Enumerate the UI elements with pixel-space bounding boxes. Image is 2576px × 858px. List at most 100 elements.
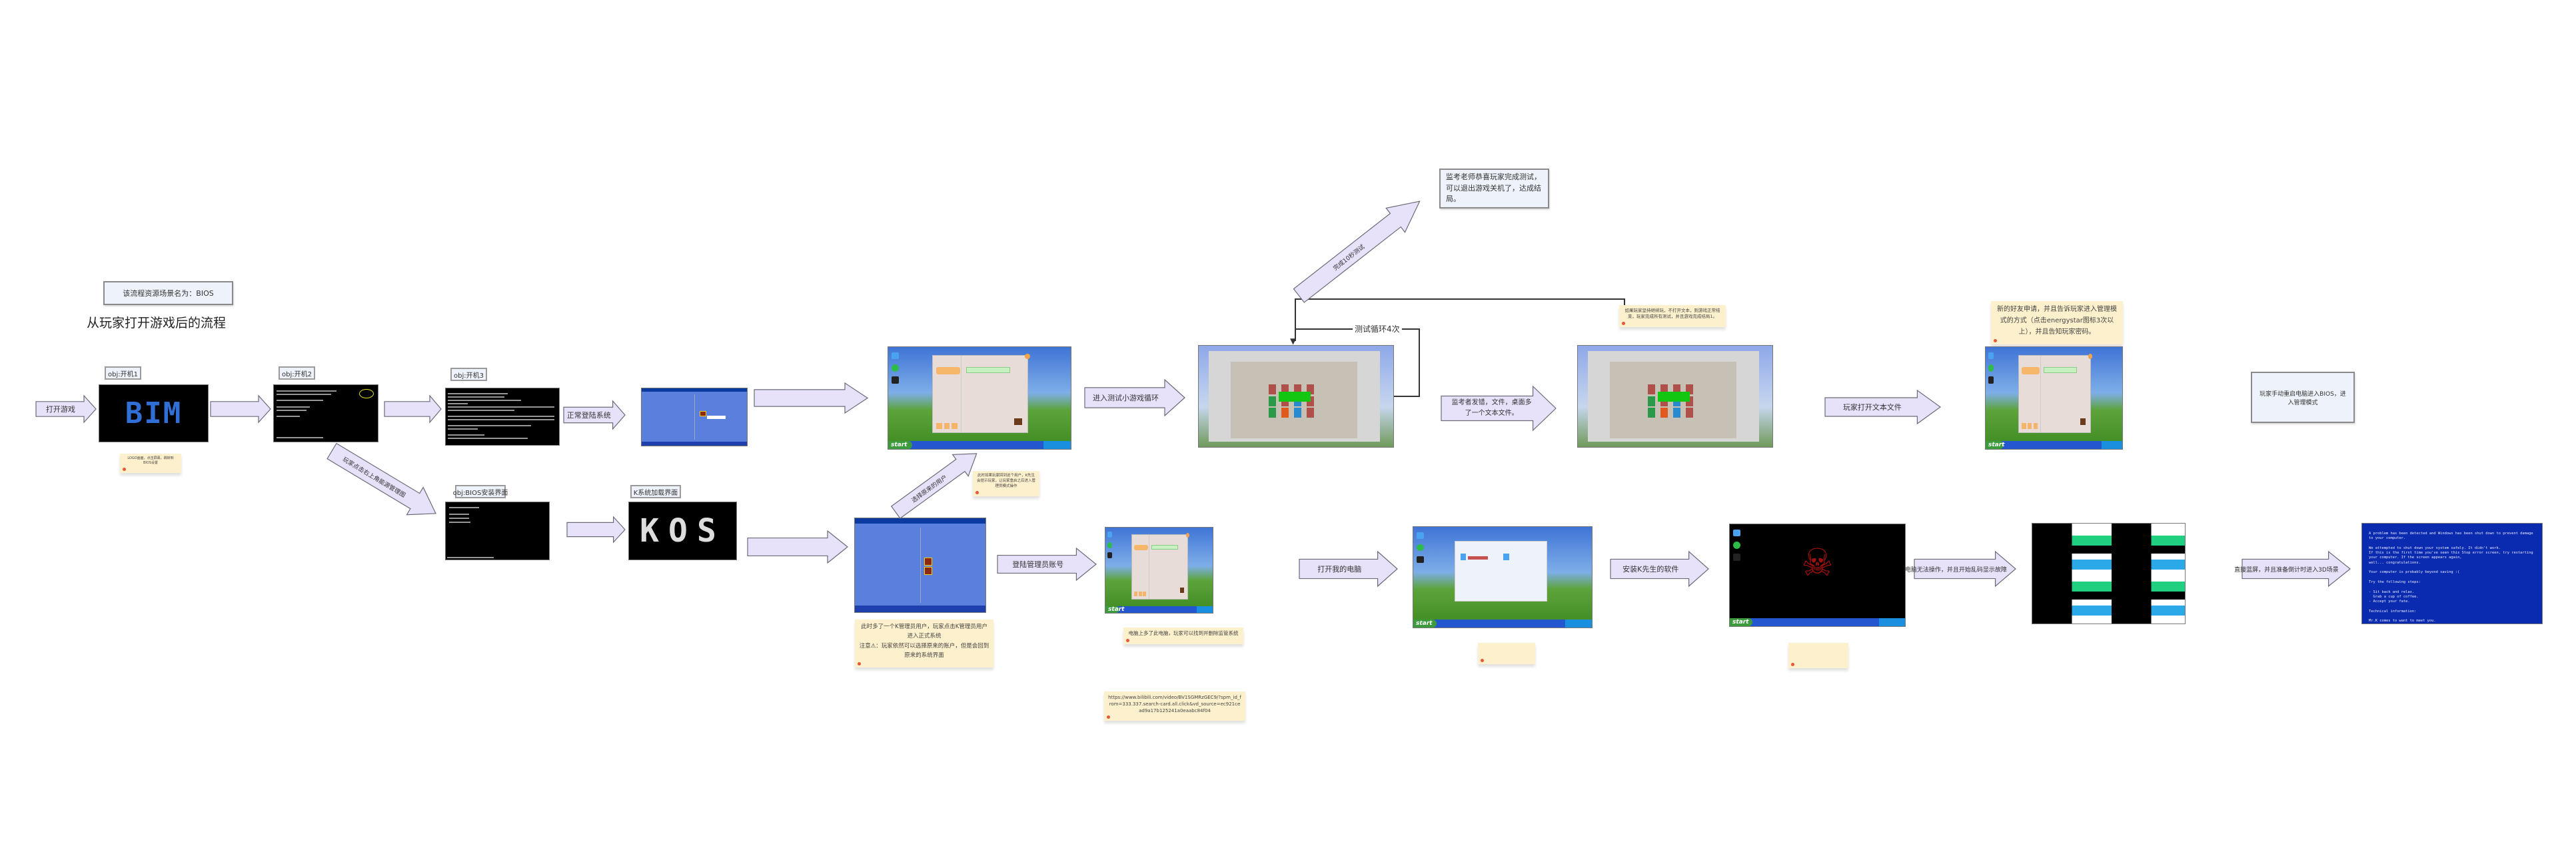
reference-link[interactable]: https://www.bilibili.com/video/BV1SGMRzG… [1108, 695, 1241, 714]
screen-desktop-chat-2[interactable]: start [1985, 346, 2123, 450]
game-card[interactable] [1660, 384, 1668, 395]
game-card[interactable] [1269, 384, 1277, 395]
note-bim: LOGO画面，点击屏幕，跳转到BIOS设置 [120, 454, 181, 473]
start-label: start [1732, 618, 1749, 626]
chat-contact-selected[interactable] [1133, 544, 1148, 551]
screen-xp-login[interactable] [641, 388, 748, 446]
chat-tool-button[interactable] [936, 423, 942, 430]
spider-icon[interactable] [1417, 556, 1425, 564]
start-button[interactable]: start [1986, 440, 2004, 449]
arrow-shape [1299, 552, 1397, 586]
password-field[interactable] [706, 416, 726, 420]
computer-icon[interactable] [1733, 529, 1740, 537]
note-text: 此时如果玩家回到这个用户，K先生会提示玩家，让玩家重启之后进入管理员模式操作 [977, 474, 1036, 488]
chat-tool-button[interactable] [952, 423, 958, 430]
note-warning-text: 注意⚠：玩家依然可以选择原来的账户，但是会回到原来的系统界面 [859, 642, 989, 659]
arrow-shape [36, 396, 96, 422]
chat-tool-button[interactable] [1133, 591, 1137, 597]
game-result-banner [1658, 391, 1690, 402]
energy-star-icon[interactable] [359, 389, 374, 398]
arrow-label: 监考者发错，文件，桌面多了一个文本文件。 [1451, 399, 1532, 417]
game-card[interactable] [1281, 407, 1289, 418]
chat-tool-button[interactable] [2033, 423, 2038, 430]
close-icon[interactable] [1024, 353, 1031, 359]
user-avatar-k-admin[interactable] [924, 567, 932, 576]
chat-tool-button[interactable] [1138, 591, 1142, 597]
game-card[interactable] [1307, 407, 1315, 418]
wechat-icon[interactable] [1417, 544, 1425, 552]
arrow-shape [1914, 552, 2016, 586]
game-card[interactable] [1307, 396, 1315, 406]
drive-icon[interactable] [1460, 553, 1467, 561]
page-title: 从玩家打开游戏后的流程 [87, 316, 227, 330]
computer-icon[interactable] [1107, 532, 1112, 538]
wechat-icon[interactable] [892, 364, 900, 372]
game-card[interactable] [1648, 384, 1656, 395]
close-icon[interactable] [2088, 353, 2092, 359]
screen-bios-setup[interactable] [445, 502, 550, 560]
user-avatar[interactable] [699, 411, 706, 417]
game-card[interactable] [1686, 384, 1694, 395]
arrow-proctor-wrong-file: 监考者发错，文件，桌面多了一个文本文件。 [1441, 386, 1556, 430]
screen-kos-loading[interactable]: KOS [628, 502, 737, 560]
game-card[interactable] [1294, 407, 1302, 418]
start-button[interactable]: start [1105, 606, 1124, 613]
wechat-icon[interactable] [1988, 364, 1994, 372]
spider-icon[interactable] [1107, 552, 1112, 559]
spider-icon[interactable] [1733, 554, 1740, 562]
start-button[interactable]: start [1413, 619, 1437, 628]
screen-skull[interactable]: start ☠ [1729, 524, 1906, 627]
game-card[interactable] [1660, 407, 1668, 418]
note-my-computer [1478, 643, 1535, 664]
start-button[interactable]: start [888, 440, 912, 449]
screen-bim-logo[interactable]: BIM [99, 384, 209, 442]
game-card[interactable] [1648, 396, 1656, 406]
computer-icon[interactable] [1988, 352, 1994, 360]
taskbar-clock [1565, 619, 1592, 628]
chat-tool-button[interactable] [944, 423, 950, 430]
send-button[interactable] [1014, 418, 1022, 425]
chat-tool-button[interactable] [2022, 423, 2026, 430]
screen-desktop-chat[interactable]: start [888, 346, 1071, 450]
wechat-icon[interactable] [1733, 542, 1740, 549]
arrow-bluescreen: 直接蓝屏，并且准备倒计时进入3D场景 [2234, 552, 2350, 586]
taskbar [1986, 440, 2122, 449]
arrow-login-admin: 登陆管理员账号 [997, 548, 1096, 580]
drive-icon[interactable] [1503, 553, 1509, 561]
send-button[interactable] [2080, 418, 2086, 425]
game-card[interactable] [1281, 384, 1289, 395]
arrow-down-icon: ▼ [1290, 336, 1297, 346]
game-card[interactable] [1307, 384, 1315, 395]
screen-ami-bios[interactable] [445, 388, 560, 446]
spider-icon[interactable] [1988, 376, 1994, 384]
game-card[interactable] [1269, 396, 1277, 406]
game-card[interactable] [1686, 407, 1694, 418]
game-card[interactable] [1648, 407, 1656, 418]
screen-minigame-1[interactable] [1198, 345, 1394, 448]
send-button[interactable] [1179, 587, 1185, 593]
screen-admin-desktop[interactable]: start [1105, 527, 1213, 614]
screen-bios-post[interactable] [273, 384, 378, 442]
my-computer-window [1454, 541, 1547, 602]
screen-minigame-2[interactable] [1577, 345, 1773, 448]
screen-my-computer[interactable]: start [1413, 526, 1593, 628]
wechat-icon[interactable] [1107, 542, 1112, 548]
chat-tool-button[interactable] [2027, 423, 2032, 430]
chat-contact-selected[interactable] [2022, 367, 2040, 374]
chat-tool-button[interactable] [1143, 591, 1147, 597]
user-avatar-original[interactable] [924, 558, 932, 566]
close-icon[interactable] [1185, 533, 1189, 538]
game-card[interactable] [1673, 384, 1681, 395]
screen-xp-login-k-admin[interactable] [854, 518, 986, 613]
arrow-install-k-software: 安装K先生的软件 [1610, 552, 1708, 586]
game-card[interactable] [1686, 396, 1694, 406]
game-card[interactable] [1673, 407, 1681, 418]
spider-icon[interactable] [892, 376, 900, 384]
computer-icon[interactable] [1417, 532, 1425, 540]
computer-icon[interactable] [892, 352, 900, 360]
start-button[interactable]: start [1730, 618, 1753, 626]
loop-connector [1295, 298, 1296, 341]
game-card[interactable] [1269, 407, 1277, 418]
game-card[interactable] [1294, 384, 1302, 395]
chat-contact-selected[interactable] [936, 367, 961, 374]
